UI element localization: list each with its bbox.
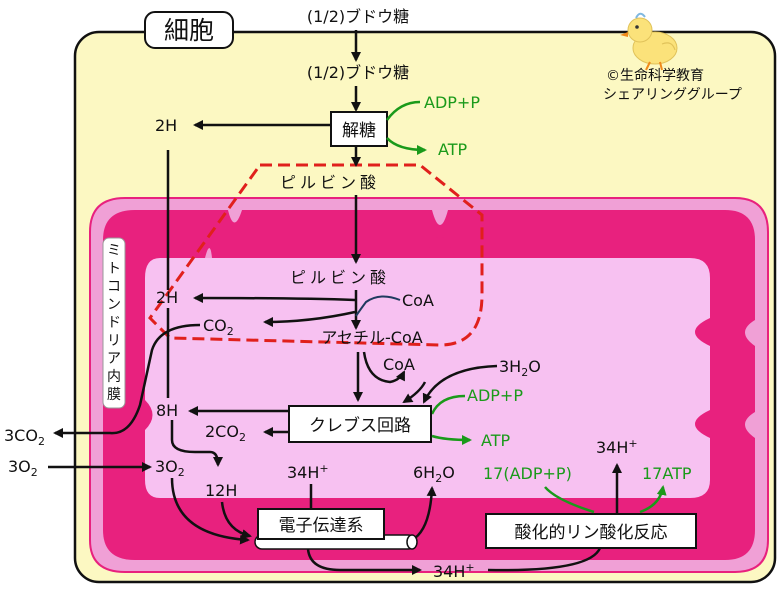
two-h-top: 2H (155, 116, 177, 135)
glycolysis-label: 解糖 (342, 121, 376, 141)
crista-notch-1 (228, 210, 242, 223)
adp-p-krebs: ADP+P (467, 386, 523, 405)
crista-right-1 (695, 318, 710, 346)
arrow-2h-mito (193, 293, 356, 304)
arrow-h34-bottom (306, 548, 422, 575)
adp-p-top: ADP+P (424, 93, 480, 112)
crista-left (145, 400, 153, 430)
adp-17: 17(ADP+P) (483, 464, 572, 483)
atp-krebs: ATP (481, 431, 510, 450)
etc-box (257, 508, 385, 540)
twelve-h: 12H (205, 481, 237, 500)
crista-right-notch-1 (745, 320, 755, 346)
arrow-coa-release (362, 351, 406, 384)
arrow-co2-out (53, 323, 201, 438)
glucose-inside: (1/2)ブドウ糖 (307, 63, 409, 82)
h34-center: 34H+ (287, 462, 329, 482)
atp-17: 17ATP (642, 464, 692, 483)
svg-text:ン: ン (107, 297, 121, 313)
arrow-h2o-in (422, 364, 498, 404)
pyruvate-cyto: ピルビン酸 (280, 173, 380, 192)
h34-right: 34H+ (596, 437, 638, 457)
svg-text:内: 内 (107, 369, 121, 385)
adp17-curve (544, 486, 595, 514)
etc-label: 電子伝達系 (279, 516, 364, 536)
arrow-co2-mito (263, 310, 356, 327)
svg-text:リ: リ (107, 333, 121, 349)
arrow-to-12h (170, 420, 223, 467)
three-o2-out: 3O2 (8, 457, 38, 479)
svg-text:ト: ト (107, 261, 121, 277)
two-co2: 2CO2 (205, 422, 246, 444)
krebs-adp-curve (430, 394, 466, 415)
eight-h: 8H (156, 401, 178, 420)
mitochondrion-matrix (145, 258, 710, 498)
membrane-label: ミ ト コ ン ド リ ア 内 膜 (107, 243, 121, 403)
arrow-o2-to-etc (170, 477, 250, 545)
svg-text:ミ: ミ (107, 243, 121, 259)
arrow-coa-into-krebs (402, 381, 427, 404)
line-h34-to-oxphos (487, 547, 602, 572)
cell-label-box (144, 11, 234, 49)
glyco-atp-arrow (386, 137, 427, 155)
crista-right-notch-2 (745, 412, 755, 438)
etc-tube-end (406, 534, 418, 550)
three-h2o: 3H2O (499, 357, 541, 379)
arrow-12h-to-etc (220, 501, 252, 539)
glucose-outside: (1/2)ブドウ糖 (307, 7, 409, 26)
atp17-arrow (639, 485, 667, 514)
glycolysis-box (330, 111, 388, 147)
acetyl-coa: アセチル-CoA (321, 328, 422, 347)
credit-line1: ©生命科学教育 (606, 67, 704, 84)
coa-join-line (355, 295, 401, 317)
svg-text:ド: ド (107, 315, 121, 331)
co2-mito: CO2 (203, 316, 234, 338)
duck-chick-icon (620, 12, 678, 71)
crista-right-2 (695, 410, 710, 438)
coa-mid: CoA (383, 355, 415, 374)
oxphos-label: 酸化的リン酸化反応 (515, 523, 668, 543)
atp-top: ATP (438, 140, 467, 159)
oxphos-box (485, 513, 697, 549)
glyco-adp-curve (385, 100, 421, 121)
cell-label: 細胞 (164, 16, 214, 45)
krebs-label: クレブス回路 (309, 415, 411, 436)
svg-text:コ: コ (107, 279, 121, 295)
credit-line2: シェアリンググループ (603, 87, 742, 103)
krebs-box (288, 405, 432, 443)
svg-text:膜: 膜 (107, 387, 121, 403)
membrane-label-box (102, 237, 126, 409)
h34-bottom: 34H+ (433, 561, 475, 581)
crista-top-1-inner (205, 248, 212, 258)
pyruvate-mito: ピルビン酸 (290, 268, 390, 287)
coa-top: CoA (402, 291, 434, 310)
krebs-atp-arrow (431, 434, 472, 445)
crista-top-2 (425, 236, 455, 258)
three-o2-in: 3O2 (155, 457, 185, 479)
svg-text:ア: ア (107, 351, 121, 367)
two-h-mito: 2H (156, 288, 178, 307)
crista-notch-2 (432, 210, 448, 225)
six-h2o: 6H2O (413, 463, 455, 485)
three-co2: 3CO2 (4, 426, 45, 448)
